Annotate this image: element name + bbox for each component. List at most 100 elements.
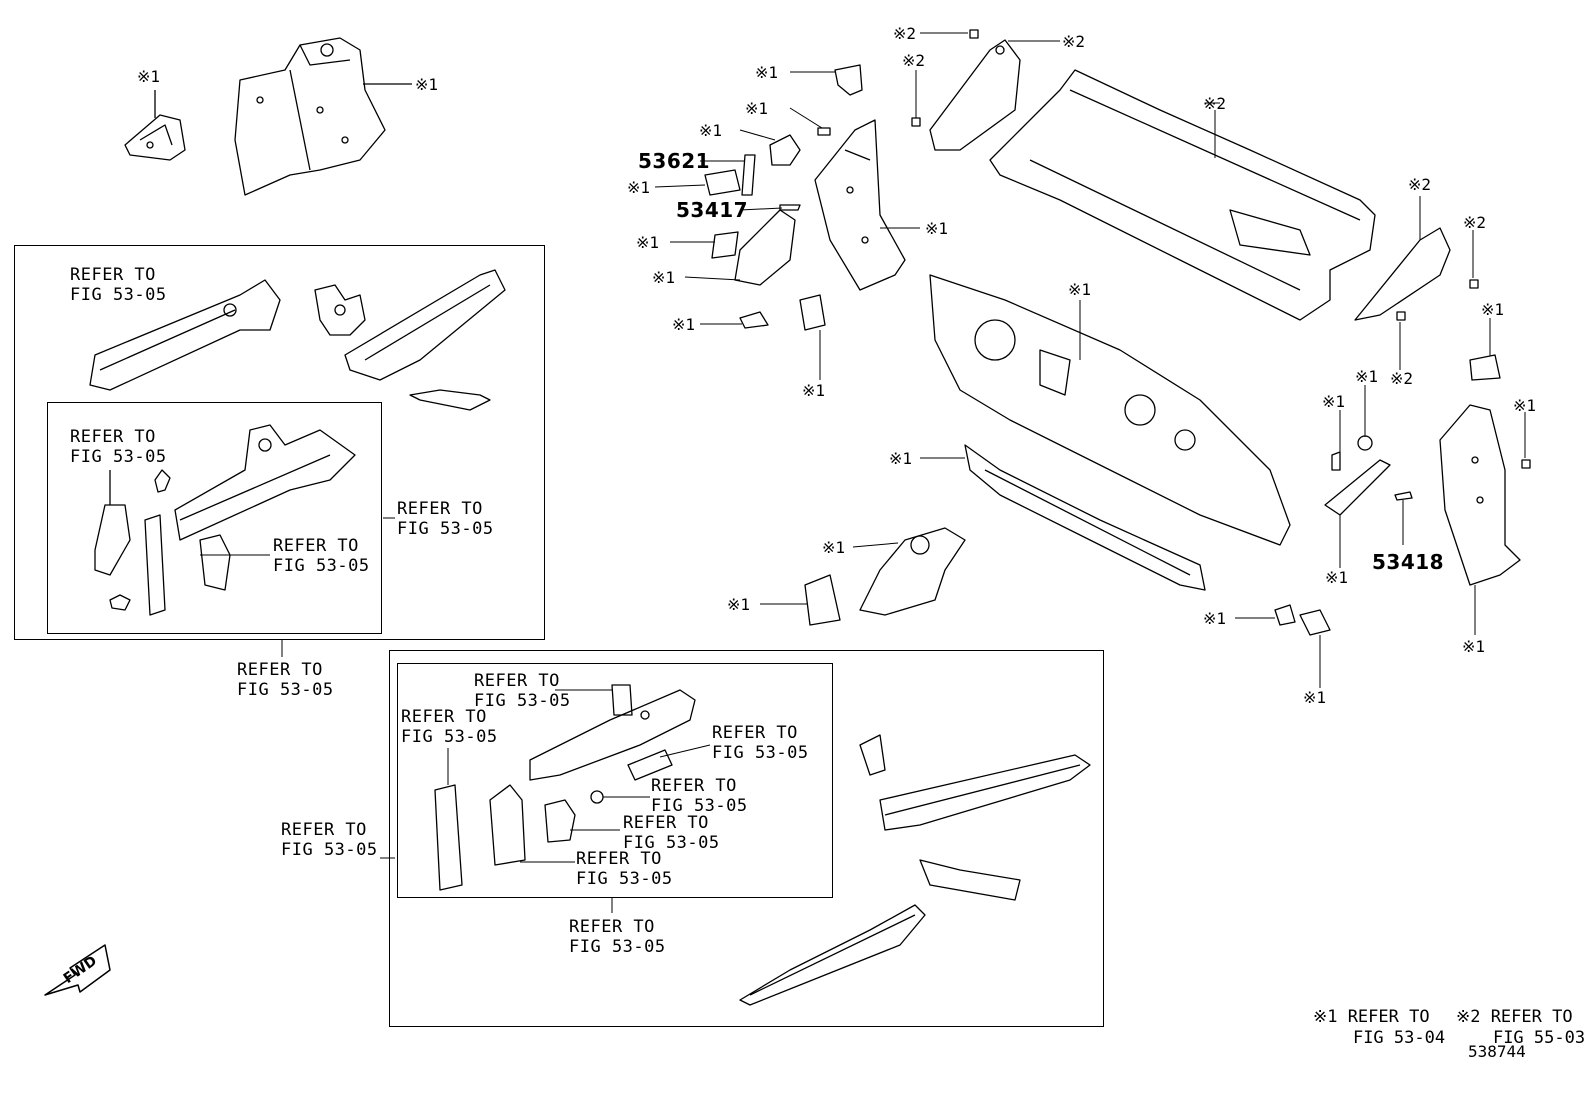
lower-rail-long xyxy=(739,904,926,1006)
part-number-53417: 53417 xyxy=(676,198,749,222)
small-clip xyxy=(109,594,131,611)
pillar-plate-left xyxy=(94,504,131,576)
reinforcement-plate-b xyxy=(489,784,526,866)
small-rail-bracket xyxy=(409,389,491,411)
refer-label: REFER TO FIG 53-05 xyxy=(569,917,666,957)
note-mark: ※1 xyxy=(1513,396,1537,415)
side-rail-long xyxy=(344,269,506,381)
refer-label: REFER TO FIG 53-05 xyxy=(401,707,498,747)
refer-label: REFER TO FIG 53-05 xyxy=(281,820,378,860)
rear-bracket-b xyxy=(919,859,1021,901)
front-side-member xyxy=(174,424,356,541)
brace-right-angled xyxy=(1324,459,1391,516)
refer-label: REFER TO FIG 53-05 xyxy=(273,536,370,576)
note-mark: ※2 xyxy=(1408,175,1432,194)
cowl-bracket-small xyxy=(834,64,863,96)
small-clip-right-b xyxy=(1357,435,1373,451)
note-mark: ※2 xyxy=(1062,32,1086,51)
small-clip-right-a xyxy=(1331,451,1341,471)
refer-box-lower xyxy=(389,650,1104,1027)
note-mark: ※1 xyxy=(672,315,696,334)
tall-brace-b xyxy=(434,784,463,891)
note-mark: ※1 xyxy=(1068,280,1092,299)
note-mark: ※1 xyxy=(755,63,779,82)
note-mark: ※1 xyxy=(1462,637,1486,656)
refer-label: REFER TO FIG 53-05 xyxy=(712,723,809,763)
vertical-brace xyxy=(144,514,166,616)
bolt-b xyxy=(969,29,979,39)
note-mark: ※2 xyxy=(1463,213,1487,232)
note-mark: ※2 xyxy=(902,51,926,70)
spring-53418 xyxy=(1394,491,1413,501)
note-mark: ※1 xyxy=(1322,392,1346,411)
note-mark: ※2 xyxy=(1203,94,1227,113)
bolt-a xyxy=(817,127,831,136)
note-mark: ※1 xyxy=(745,99,769,118)
legend-item-1-fig: FIG 53-04 xyxy=(1352,1028,1446,1048)
part-number-53621: 53621 xyxy=(638,149,711,173)
apron-bracket-upper xyxy=(314,284,366,336)
shock-tower-bracket xyxy=(804,574,841,626)
bolt-c xyxy=(911,117,921,127)
note-mark: ※1 xyxy=(802,381,826,400)
side-sill-long xyxy=(879,754,1091,831)
reinforcement-bracket xyxy=(799,294,826,331)
illustration-id: 538744 xyxy=(1468,1042,1526,1061)
bolt-e xyxy=(1396,311,1406,321)
rail-bracket-upper-b xyxy=(611,684,633,716)
front-rail-long xyxy=(529,689,696,781)
latch-bracket xyxy=(704,169,741,196)
pillar-panel-right xyxy=(1439,404,1521,586)
note-mark: ※1 xyxy=(137,67,161,86)
upper-rail-left xyxy=(89,279,281,391)
small-clip-b xyxy=(739,311,769,329)
fwd-arrow-icon xyxy=(44,944,111,996)
note-mark: ※1 xyxy=(727,595,751,614)
note-mark: ※2 xyxy=(1390,369,1414,388)
refer-box-lower-inner xyxy=(397,663,833,898)
legend-item-1: ※1 REFER TO xyxy=(1312,1007,1430,1027)
note-mark: ※1 xyxy=(627,178,651,197)
note-mark: ※1 xyxy=(415,75,439,94)
cowl-side-panel xyxy=(814,119,906,291)
refer-label: REFER TO FIG 53-05 xyxy=(576,849,673,889)
legend-item-2-fig: FIG 55-03 xyxy=(1492,1028,1586,1048)
note-mark: ※1 xyxy=(889,449,913,468)
note-mark: ※1 xyxy=(1303,688,1327,707)
small-plate xyxy=(711,231,739,259)
hood-hinge-bracket xyxy=(769,134,801,166)
part-number-53418: 53418 xyxy=(1372,550,1445,574)
note-mark: ※1 xyxy=(699,121,723,140)
refer-label: REFER TO FIG 53-05 xyxy=(70,265,167,305)
note-mark: ※1 xyxy=(1325,568,1349,587)
refer-label: REFER TO FIG 53-05 xyxy=(70,427,167,467)
small-bracket-right xyxy=(1469,354,1501,381)
cowl-top-bracket xyxy=(929,39,1021,151)
tube-crossbar xyxy=(627,749,673,781)
note-mark: ※1 xyxy=(1481,300,1505,319)
shock-tower xyxy=(859,527,966,616)
cowl-top-panel xyxy=(989,69,1376,321)
note-mark: ※2 xyxy=(893,24,917,43)
small-bracket-a xyxy=(154,469,171,493)
note-mark: ※1 xyxy=(925,219,949,238)
refer-label: REFER TO FIG 53-05 xyxy=(651,776,748,816)
note-mark: ※1 xyxy=(1355,367,1379,386)
bolt-d xyxy=(1469,279,1479,289)
dash-panel xyxy=(929,274,1291,546)
note-mark: ※1 xyxy=(636,233,660,252)
refer-box-upper-inner xyxy=(47,402,382,634)
legend-item-2: ※2 REFER TO xyxy=(1455,1007,1573,1027)
note-mark: ※1 xyxy=(822,538,846,557)
note-mark: ※1 xyxy=(1203,609,1227,628)
spring-53621 xyxy=(741,154,756,196)
bracket-right-b xyxy=(859,734,886,776)
clip-pair-lower xyxy=(1274,604,1331,636)
refer-label: REFER TO FIG 53-05 xyxy=(237,660,334,700)
dash-cross-member xyxy=(964,444,1206,591)
apron-panel-top-left xyxy=(234,37,386,196)
refer-box-upper-left xyxy=(14,245,545,640)
gusset-b xyxy=(544,799,576,843)
